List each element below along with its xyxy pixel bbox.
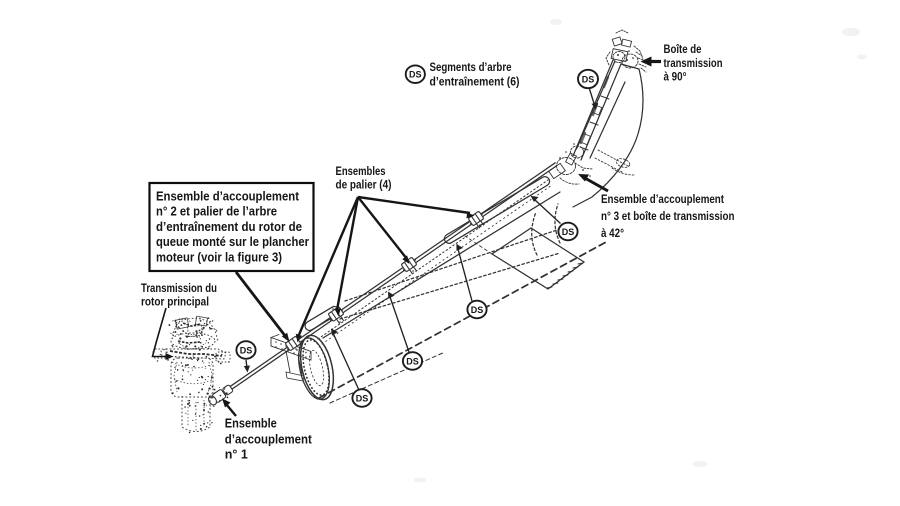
svg-text:Ensemble: Ensemble [225,417,277,431]
svg-text:n° 2 et palier de l’arbre: n° 2 et palier de l’arbre [156,205,277,219]
svg-text:DS: DS [562,227,575,237]
svg-text:n° 3 et boîte de transmission: n° 3 et boîte de transmission [601,209,735,223]
svg-text:DS: DS [240,345,253,355]
svg-text:queue monté sur le plancher: queue monté sur le plancher [156,235,309,249]
svg-text:d’accouplement: d’accouplement [225,433,313,447]
svg-text:rotor principal: rotor principal [141,297,209,309]
svg-text:DS: DS [582,74,595,84]
svg-text:Transmission du: Transmission du [141,283,217,295]
svg-text:Ensembles: Ensembles [336,166,386,178]
svg-text:Segments d’arbre: Segments d’arbre [430,62,512,74]
svg-text:à 42°: à 42° [601,226,624,240]
svg-text:Ensemble d’accouplement: Ensemble d’accouplement [156,189,300,203]
svg-text:d’entraînement du rotor de: d’entraînement du rotor de [156,220,302,234]
svg-text:n° 1: n° 1 [225,448,248,462]
svg-text:Boîte de: Boîte de [664,42,702,56]
svg-text:moteur (voir la figure 3): moteur (voir la figure 3) [156,251,282,265]
svg-text:Ensemble d’accouplement: Ensemble d’accouplement [601,192,724,206]
svg-text:à 90°: à 90° [664,70,687,84]
svg-text:DS: DS [471,305,484,315]
svg-text:DS: DS [409,70,422,80]
svg-text:DS: DS [406,356,419,366]
svg-text:de palier (4): de palier (4) [336,180,392,192]
svg-text:DS: DS [356,393,369,403]
svg-text:d’entraînement (6): d’entraînement (6) [430,77,520,89]
svg-text:transmission: transmission [664,56,723,70]
